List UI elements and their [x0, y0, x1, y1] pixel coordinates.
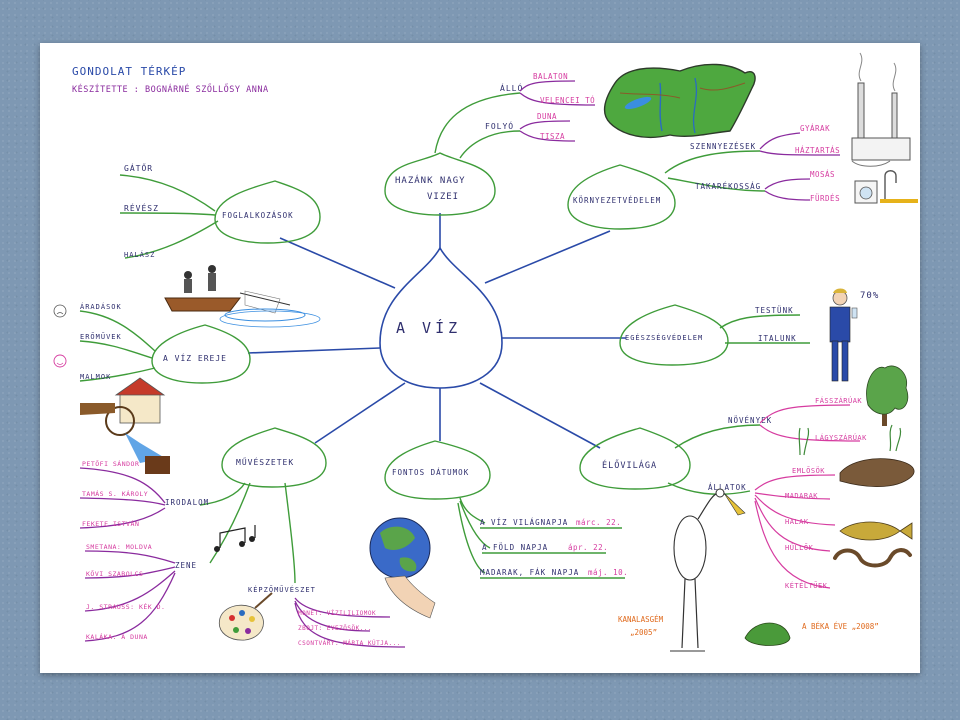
zene-kalaka: KALÁKA: A DUNA [86, 632, 148, 641]
node-muveszetek: MŰVÉSZETEK [236, 456, 294, 467]
elovilaga-lagyszaruak: LÁGYSZÁRÚAK [815, 433, 867, 442]
muveszet-kepzomuveszet: KÉPZŐMŰVÉSZET [248, 585, 316, 594]
allat-emlosok: EMLŐSÖK [792, 466, 825, 475]
node-datumok: FONTOS DÁTUMOK [392, 468, 469, 477]
node-egeszseg: EGÉSZSÉGVÉDELEM [625, 333, 703, 342]
map-author: KÉSZÍTETTE : BOGNÁRNÉ SZŐLLŐSY ANNA [72, 83, 269, 95]
elovilaga-allatok: ÁLLATOK [708, 483, 747, 492]
branch-kornyezet: KÖRNYEZETVÉDELEM SZENNYEZÉSEK TAKARÉKOSS… [573, 124, 841, 205]
fish-illustration [839, 521, 913, 541]
allat-hullok: HÜLLŐK [785, 543, 814, 552]
kornyezet-mosas: MOSÁS [810, 170, 835, 179]
irodalom-tamas: TAMÁS S. KÁROLY [82, 489, 148, 498]
zene-smetana: SMETANA: MOLDVA [86, 543, 152, 551]
frog-illustration [744, 622, 791, 646]
fishing-boat-illustration [164, 265, 321, 328]
datum-foldnap-date: ápr. 22. [568, 543, 608, 552]
kornyezet-furdes: FÜRDÉS [810, 194, 840, 203]
branch-vizei: HAZÁNK NAGY VIZEI ÁLLÓ FOLYÓ BALATON VEL… [395, 72, 596, 202]
muveszet-irodalom: IRODALOM [165, 498, 209, 507]
vizei-folyo: FOLYÓ [485, 120, 514, 131]
person-illustration [829, 288, 858, 382]
kornyezet-takarekossag: TAKARÉKOSSÁG [695, 182, 761, 191]
smiley-icon [53, 354, 67, 368]
datum-vilagnap-date: márc. 22. [576, 518, 621, 527]
center-spokes [247, 213, 626, 449]
branch-ereje: A VÍZ EREJE ÁRADÁSOK ERŐMŰVEK MALMOK [53, 302, 227, 382]
kep-monet: MONET: VÍZILILIOMOK [298, 609, 376, 617]
zene-strauss: J. STRAUSS: KÉK D. [86, 602, 165, 611]
ereje-malmok: MALMOK [80, 373, 111, 381]
kornyezet-gyarak: GYÁRAK [800, 124, 830, 133]
datum-madarak: MADARAK, FÁK NAPJA [480, 568, 579, 577]
watermill-illustration [80, 377, 170, 474]
branch-datumok: FONTOS DÁTUMOK A VÍZ VILÁGNAPJA márc. 22… [392, 468, 628, 579]
branch-elovilaga: ÉLŐVILÁGA NÖVÉNYEK ÁLLATOK FÁSSZÁRÚAK LÁ… [602, 396, 879, 637]
allat-keteltuek: KÉTÉLTŰEK [785, 581, 828, 590]
node-vizei-line2: VIZEI [427, 192, 459, 202]
egeszseg-testunk: TESTÜNK [755, 306, 794, 315]
allat-halak: HALAK [785, 518, 809, 526]
stork-illustration [670, 488, 746, 652]
allat-madarak: MADARAK [785, 492, 818, 500]
zene-kovi: KŐVI SZABOLCS [86, 569, 143, 578]
kornyezet-haztartas: HÁZTARTÁS [795, 146, 840, 155]
node-vizei-line1: HAZÁNK NAGY [395, 174, 466, 186]
kornyezet-szennyezesek: SZENNYEZÉSEK [690, 142, 756, 151]
center-label: A VÍZ [396, 318, 461, 337]
egeszseg-percent: 70% [860, 291, 879, 301]
muveszet-zene: ZENE [175, 561, 197, 570]
node-kornyezet: KÖRNYEZETVÉDELEM [573, 196, 661, 205]
vizei-item-duna: DUNA [537, 112, 557, 121]
palette-illustration [218, 592, 273, 641]
irodalom-petofi: PETŐFI SÁNDOR [82, 459, 139, 468]
map-title: GONDOLAT TÉRKÉP [72, 65, 186, 78]
elovilaga-beka: A BÉKA ÉVE „2008” [802, 622, 879, 631]
foglalkozas-reves: RÉVÉSZ [124, 202, 159, 213]
mind-map-sheet: .bl { stroke:#2a4aa8; stroke-width:1.6; … [40, 43, 920, 673]
vizei-item-balaton: BALATON [533, 72, 568, 81]
music-notes-illustration [214, 525, 256, 552]
ereje-aradasok: ÁRADÁSOK [80, 302, 122, 311]
kep-csontvary: CSONTVÁRY: MÁRIA KÚTJA... [298, 640, 401, 647]
factory-illustration [851, 52, 911, 167]
datum-madarak-date: máj. 10. [588, 568, 628, 577]
foglalkozas-gator: GÁTŐR [124, 162, 153, 173]
ereje-eromuvek: ERŐMŰVEK [80, 332, 122, 341]
snake-illustration [833, 548, 912, 568]
elovilaga-kanalasgem: KANALASGÉM [618, 615, 664, 624]
irodalom-fekete: FEKETE ISTVÁN [82, 519, 139, 528]
branch-foglalkozasok: FOGLALKOZÁSOK GÁTŐR RÉVÉSZ HALÁSZ [119, 162, 294, 259]
elovilaga-novenyek: NÖVÉNYEK [728, 416, 772, 425]
otter-illustration [839, 458, 915, 487]
center-drop-outline [379, 246, 503, 389]
node-ereje: A VÍZ EREJE [163, 352, 227, 363]
vizei-allo: ÁLLÓ [500, 82, 523, 93]
vizei-item-tisza: TISZA [540, 132, 565, 141]
reeds-illustration [798, 424, 902, 456]
elovilaga-kanalasgem-year: „2005” [630, 628, 657, 637]
branch-muveszetek: MŰVÉSZETEK IRODALOM PETŐFI SÁNDOR TAMÁS … [79, 456, 406, 648]
vizei-item-velencei: VELENCEI TÓ [540, 96, 595, 105]
elovilaga-fasszaruak: FÁSSZÁRÚAK [815, 396, 862, 405]
branch-egeszseg: EGÉSZSÉGVÉDELEM TESTÜNK ITALUNK 70% [625, 291, 879, 344]
kep-zbojt: ZBOJT: EVEZŐSÖK... [298, 625, 372, 632]
washing-machine-illustration [854, 170, 918, 204]
willow-tree-illustration [866, 365, 909, 426]
datum-foldnap: A FÖLD NAPJA [482, 543, 548, 552]
hungary-map-illustration [603, 63, 756, 138]
egeszseg-italunk: ITALUNK [758, 334, 797, 343]
sad-face-icon [53, 304, 67, 318]
mind-map-canvas: .bl { stroke:#2a4aa8; stroke-width:1.6; … [53, 52, 918, 652]
globe-illustration [369, 517, 436, 619]
node-elovilaga: ÉLŐVILÁGA [602, 459, 657, 471]
datum-vilagnap: A VÍZ VILÁGNAPJA [480, 518, 568, 527]
foglalkozas-halasz: HALÁSZ [124, 250, 155, 259]
node-foglalkozasok: FOGLALKOZÁSOK [222, 211, 294, 220]
leaf-nodes [151, 152, 729, 500]
